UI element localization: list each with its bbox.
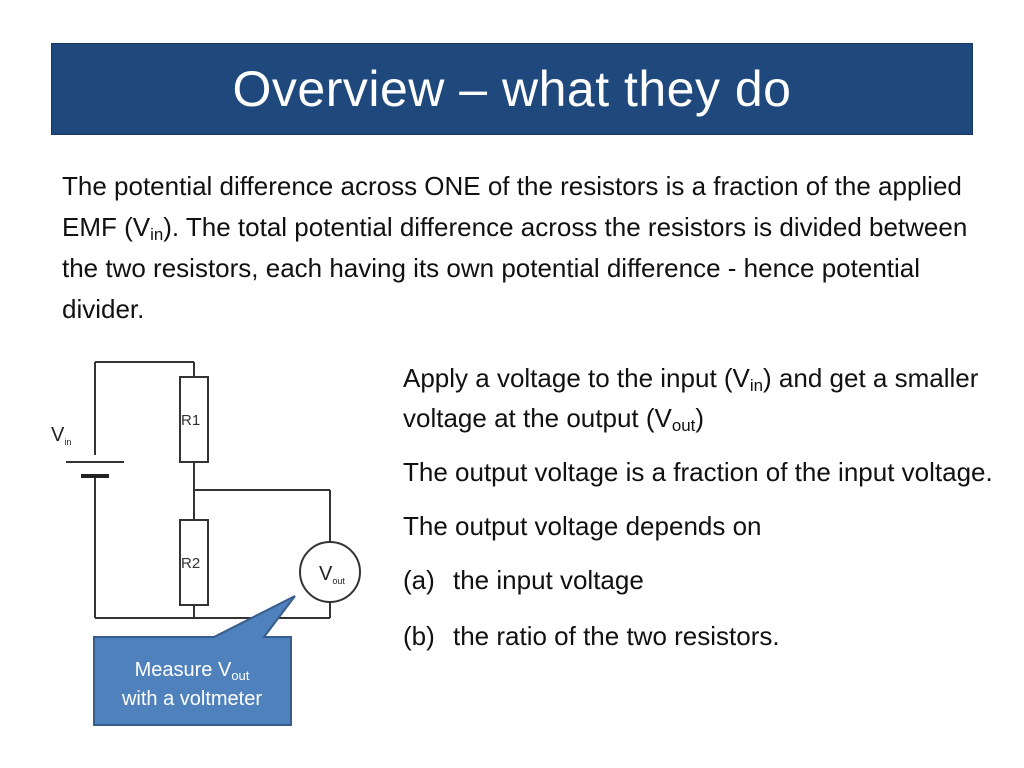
point-2: The output voltage is a fraction of the … xyxy=(403,457,993,487)
vout-label: Vout xyxy=(319,563,345,586)
resistor-r2 xyxy=(179,519,209,606)
intro-paragraph: The potential difference across ONE of t… xyxy=(62,166,982,330)
point-3: The output voltage depends on xyxy=(403,511,762,541)
voltmeter-circle xyxy=(299,541,361,603)
r1-label: R1 xyxy=(181,412,200,429)
list-marker-b: (b) xyxy=(403,621,435,651)
point-1: Apply a voltage to the input (Vin) and g… xyxy=(403,363,979,436)
intro-text-1: The potential difference across ONE of t… xyxy=(62,171,962,242)
intro-subscript-in: in xyxy=(150,225,164,245)
explanation-column: Apply a voltage to the input (Vin) and g… xyxy=(403,358,1003,672)
vin-label: Vin xyxy=(51,424,71,447)
r2-label: R2 xyxy=(181,555,200,572)
list-item-a: (a) the input voltage xyxy=(403,560,1003,600)
slide-title: Overview – what they do xyxy=(232,61,792,117)
intro-text-2: ). The total potential difference across… xyxy=(62,212,968,324)
potential-divider-circuit: R1 R2 Vin Vout Measure Vout with a voltm… xyxy=(51,361,361,726)
list-item-b: (b) the ratio of the two resistors. xyxy=(403,616,1003,656)
list-text-b: the ratio of the two resistors. xyxy=(453,621,780,651)
list-marker-a: (a) xyxy=(403,565,435,595)
title-bar: Overview – what they do xyxy=(51,43,973,135)
callout-box xyxy=(93,595,296,726)
circuit-wires xyxy=(66,361,361,619)
callout-line-2: with a voltmeter xyxy=(121,688,262,710)
list-text-a: the input voltage xyxy=(453,565,644,595)
resistor-r1 xyxy=(179,376,209,463)
callout-line-1: Measure Vout xyxy=(135,659,250,683)
